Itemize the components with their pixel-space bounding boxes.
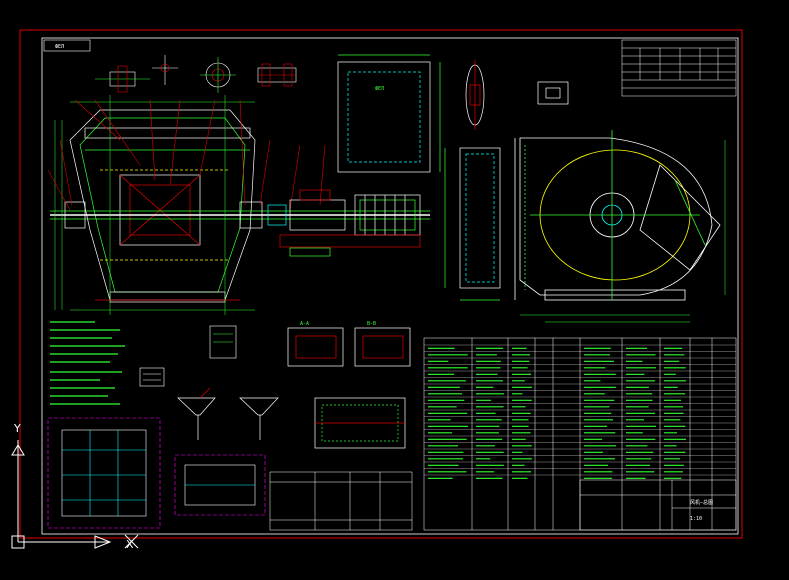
inlet-box-view: ФЕЛ: [337, 54, 441, 173]
section-label-b: B-B: [367, 321, 376, 327]
drawing-title: 风机—总图: [690, 499, 713, 506]
small-detail-oval: [465, 60, 485, 130]
drawing-scale: 1:10: [690, 516, 702, 522]
leader-lines: [47, 99, 326, 211]
side-view-column: [444, 147, 501, 301]
small-detail-box: [537, 81, 569, 105]
ucs-y-label: Y: [13, 422, 21, 435]
foundation-plan: [47, 417, 266, 529]
inner-frame: [41, 37, 739, 535]
motor-assembly: [279, 189, 421, 257]
title-block: [579, 479, 737, 531]
technical-notes: [50, 321, 125, 405]
detail-view-top-2: [152, 55, 178, 85]
view-tag-box: [43, 39, 91, 52]
spec-table: [621, 39, 737, 97]
outer-frame: [19, 29, 743, 539]
small-spec-table: [269, 471, 413, 531]
detail-view-top-1: [95, 65, 150, 93]
ucs-x-label: X: [126, 538, 134, 551]
parts-list-rows: [424, 344, 736, 476]
detail-view-top-4: [257, 63, 297, 87]
view-tag: ФЕЛ: [55, 44, 64, 50]
section-label-a: A-A: [300, 321, 309, 327]
crosshair-cursor-icon: [124, 534, 139, 549]
volute-dimension-lines: [520, 140, 726, 323]
parts-list-text: [428, 347, 686, 479]
ucs-icon: [11, 440, 112, 549]
section-detail-views: A-A B-B: [287, 321, 411, 449]
fan-front-section: [50, 109, 430, 303]
nameplate-detail: [139, 325, 237, 387]
detail-view-top-3: [200, 57, 236, 93]
volute-side-view: [514, 130, 721, 301]
svg-text:ФЕЛ: ФЕЛ: [375, 86, 384, 92]
parts-list-table: [423, 337, 737, 531]
funnel-supports: [177, 387, 279, 440]
